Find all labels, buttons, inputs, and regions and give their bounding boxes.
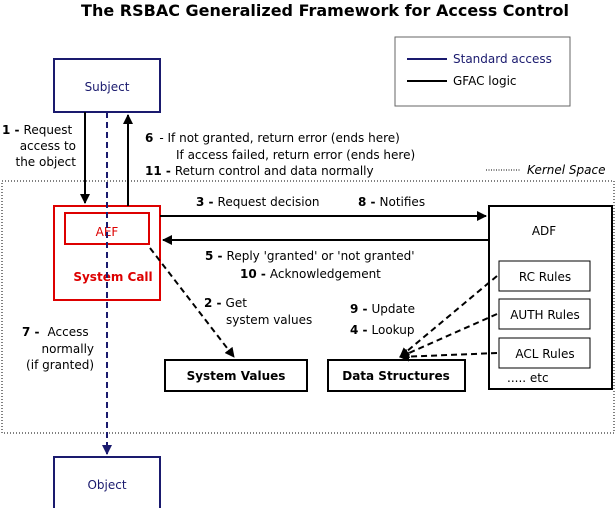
arrow-acl-lookup: [399, 351, 498, 362]
object-box: [53, 456, 161, 508]
object-label: Object: [87, 478, 126, 492]
step-1-line-1: Request: [24, 123, 73, 137]
arrow-2-get-values: [149, 247, 235, 358]
step-4-number: 4 -: [350, 323, 368, 337]
step-1-label: 1 - Request: [2, 123, 73, 137]
kernel-space-region: [1, 180, 615, 434]
acl-rules-box: [498, 337, 591, 369]
legend-gfac-label: GFAC logic: [453, 74, 517, 88]
subject-label: Subject: [85, 80, 130, 94]
step-3-label: 3 -Request decision: [196, 195, 320, 209]
arrow-auth-lookup: [399, 313, 498, 358]
step-1-number: 1 -: [2, 123, 20, 137]
step-5-label: 5 -Reply 'granted' or 'not granted': [205, 249, 415, 263]
aef-box: [64, 212, 150, 245]
system-values-label: System Values: [187, 369, 286, 383]
data-structures-box: [327, 359, 466, 392]
step-2-number: 2 -: [204, 296, 222, 310]
arrow-rc-lookup: [399, 275, 498, 358]
system-values-box: [164, 359, 308, 392]
step-7-line-3: (if granted): [26, 358, 94, 372]
system-call-label: System Call: [73, 270, 152, 284]
step-9-label: 9 -Update: [350, 302, 415, 316]
data-structures-label: Data Structures: [342, 369, 450, 383]
adf-etc-label: ..... etc: [507, 371, 549, 385]
step-11-label: 11 -Return control and data normally: [145, 164, 374, 178]
step-11-number: 11 -: [145, 164, 171, 178]
step-7-number: 7 -: [22, 325, 40, 339]
step-7-line-2: normally: [42, 342, 94, 356]
subject-box: [53, 58, 161, 113]
acl-rules-label: ACL Rules: [515, 347, 574, 361]
legend-standard-label: Standard access: [453, 52, 552, 66]
step-9-number: 9 -: [350, 302, 368, 316]
adf-label: ADF: [532, 224, 556, 238]
step-6-line-1: 6- If not granted, return error (ends he…: [145, 131, 400, 145]
step-2-line-2: system values: [226, 313, 312, 327]
step-10-number: 10 -: [240, 267, 266, 281]
step-7-label: 7 -Access: [22, 325, 89, 339]
step-6-number: 6: [145, 131, 153, 145]
rc-rules-box: [498, 260, 591, 292]
rc-rules-label: RC Rules: [519, 270, 571, 284]
step-8-number: 8 -: [358, 195, 376, 209]
auth-rules-box: [498, 298, 591, 330]
auth-rules-label: AUTH Rules: [510, 308, 580, 322]
step-3-number: 3 -: [196, 195, 214, 209]
step-4-label: 4 -Lookup: [350, 323, 414, 337]
step-1-line-2: access to: [20, 139, 76, 153]
step-8-label: 8 -Notifies: [358, 195, 425, 209]
legend-box: [394, 36, 571, 107]
step-6-line-2: If access failed, return error (ends her…: [176, 148, 415, 162]
step-10-label: 10 -Acknowledgement: [240, 267, 381, 281]
diagram-title: The RSBAC Generalized Framework for Acce…: [81, 1, 569, 20]
kernel-space-label: Kernel Space: [527, 163, 605, 177]
step-1-line-3: the object: [16, 155, 77, 169]
step-5-number: 5 -: [205, 249, 223, 263]
step-2-label: 2 -Get: [204, 296, 247, 310]
